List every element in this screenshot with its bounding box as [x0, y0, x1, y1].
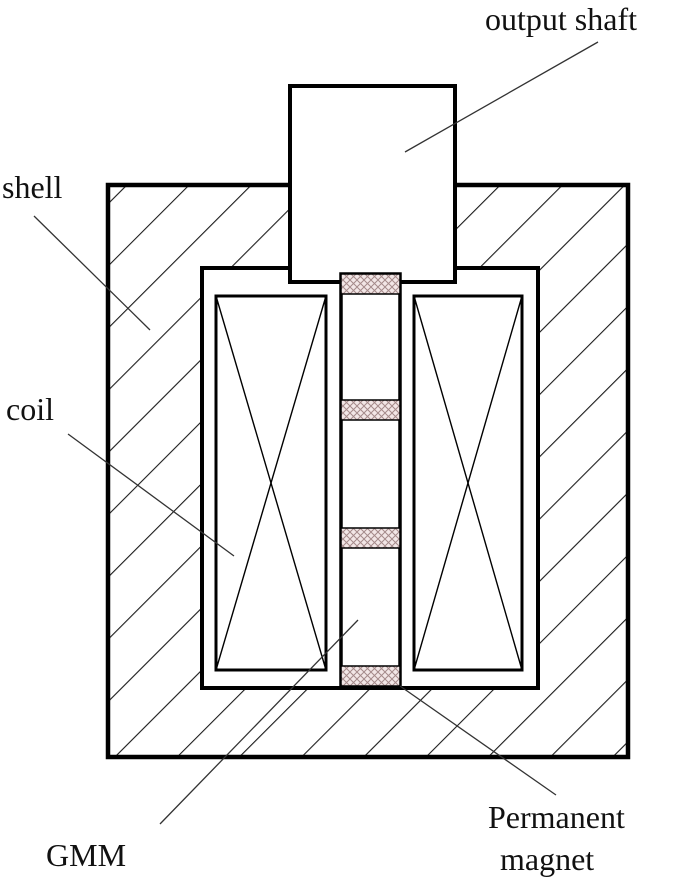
coil-left	[214, 294, 328, 672]
coil-leader	[67, 433, 235, 557]
shell-label: shell	[2, 169, 63, 205]
permanent-magnet-label-line1: Permanent	[488, 799, 625, 835]
permanent-magnet-4	[340, 665, 401, 687]
permanent-magnet-leader	[399, 685, 557, 796]
coil-right	[412, 294, 524, 672]
output-shaft-leader	[404, 41, 599, 153]
permanent-magnet-label-line2: magnet	[500, 841, 594, 877]
shell-outline	[105, 182, 631, 760]
permanent-magnet-2	[340, 399, 401, 421]
permanent-magnet-3	[340, 527, 401, 549]
shell-body	[108, 185, 628, 757]
coil-label: coil	[6, 391, 54, 427]
gmm-rod	[339, 272, 402, 690]
shell-leader	[33, 215, 151, 331]
output-shaft	[288, 84, 457, 284]
gmm-leader	[159, 619, 359, 825]
output-shaft-label: output shaft	[485, 1, 637, 37]
gmm-label: GMM	[46, 837, 126, 873]
permanent-magnet-1	[340, 273, 401, 295]
